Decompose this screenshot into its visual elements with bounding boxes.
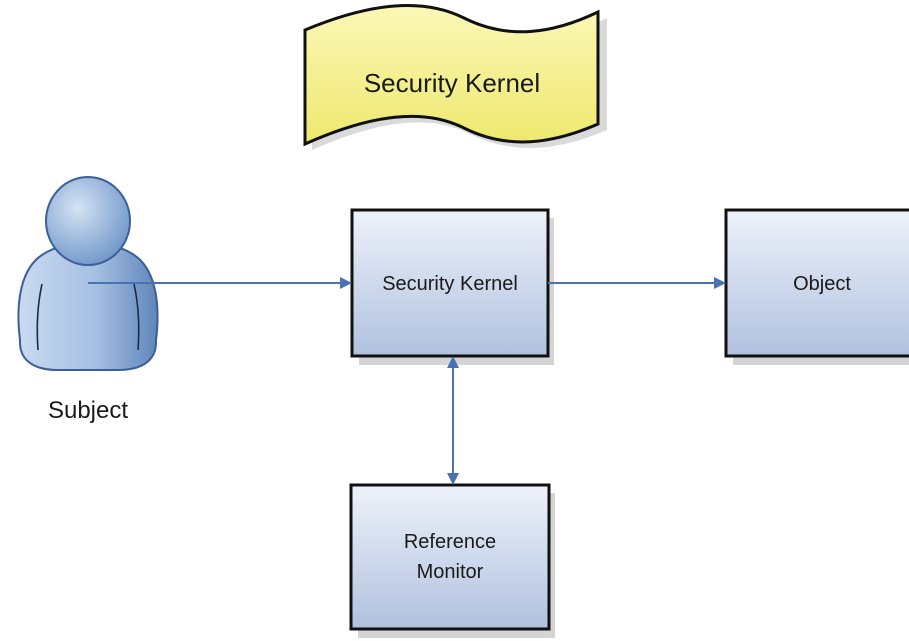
person-body: [17, 242, 159, 371]
subject-person-icon: [17, 176, 159, 371]
person-arm-left: [36, 283, 43, 351]
security-kernel-banner: Security Kernel: [303, 4, 607, 150]
reference-monitor-label-line1: Reference: [404, 531, 496, 553]
banner-label: Security Kernel: [364, 68, 540, 98]
object-box-label: Object: [793, 273, 851, 295]
subject-label: Subject: [48, 397, 128, 424]
banner-shape: [303, 4, 600, 147]
security-kernel-box: Security Kernel: [350, 208, 550, 358]
object-box: Object: [724, 208, 909, 358]
reference-monitor-box: Reference Monitor: [349, 483, 551, 631]
reference-monitor-label-line2: Monitor: [417, 561, 484, 583]
person-head: [45, 176, 131, 266]
person-arm-right: [133, 283, 140, 351]
security-kernel-box-label: Security Kernel: [382, 273, 518, 295]
